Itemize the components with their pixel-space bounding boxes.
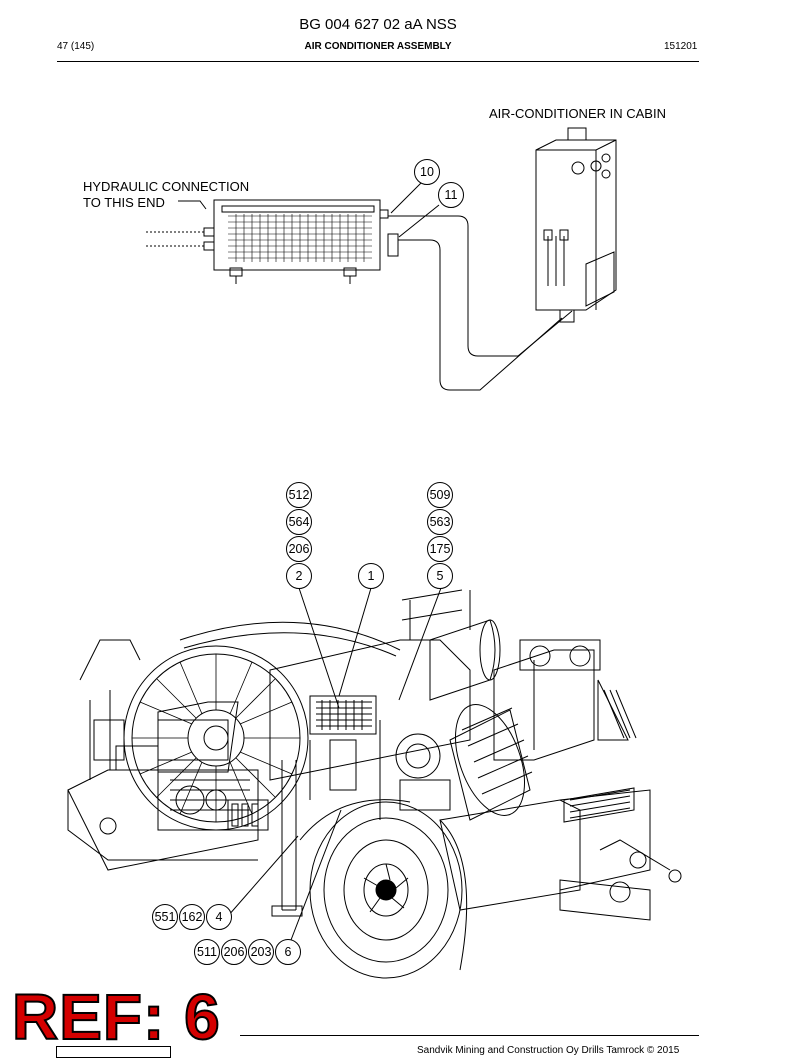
callout-4: 4 — [206, 904, 232, 930]
callout-leaders-top — [390, 182, 440, 238]
cabin-ac-unit — [535, 127, 617, 323]
callout-leaders-bottom — [227, 587, 442, 941]
callout-10: 10 — [414, 159, 440, 185]
callout-5: 5 — [427, 563, 453, 589]
hydraulic-connection-label: HYDRAULIC CONNECTION TO THIS END — [83, 179, 249, 211]
callout-175: 175 — [427, 536, 453, 562]
document-id: BG 004 627 02 aA NSS — [299, 16, 457, 33]
condenser-unit — [203, 199, 399, 284]
hydraulic-label-line2: TO THIS END — [83, 195, 165, 210]
page-number: 47 (145) — [57, 41, 95, 52]
document-code: 151201 — [664, 41, 698, 52]
refrigerant-hoses — [388, 215, 573, 391]
cabin-ac-label: AIR-CONDITIONER IN CABIN — [489, 106, 666, 121]
callout-1: 1 — [358, 563, 384, 589]
callout-563: 563 — [427, 509, 453, 535]
callout-564: 564 — [286, 509, 312, 535]
callout-11: 11 — [438, 182, 464, 208]
footer-divider — [240, 1035, 699, 1036]
hydraulic-dotted-lines — [146, 231, 204, 247]
drill-rig-illustration — [67, 589, 682, 979]
callout-206-lower: 206 — [221, 939, 247, 965]
callout-6: 6 — [275, 939, 301, 965]
callout-2: 2 — [286, 563, 312, 589]
ref-stamp: REF: 6 — [11, 981, 221, 1053]
callout-511: 511 — [194, 939, 220, 965]
section-title: AIR CONDITIONER ASSEMBLY — [304, 41, 452, 52]
callout-203: 203 — [248, 939, 274, 965]
callout-206: 206 — [286, 536, 312, 562]
hydraulic-label-line1: HYDRAULIC CONNECTION — [83, 179, 250, 194]
copyright-footer: Sandvik Mining and Construction Oy Drill… — [417, 1045, 680, 1056]
callout-551: 551 — [152, 904, 178, 930]
header-divider — [57, 61, 699, 62]
callout-512: 512 — [286, 482, 312, 508]
callout-162: 162 — [179, 904, 205, 930]
callout-509: 509 — [427, 482, 453, 508]
hydraulic-leader — [178, 200, 207, 210]
